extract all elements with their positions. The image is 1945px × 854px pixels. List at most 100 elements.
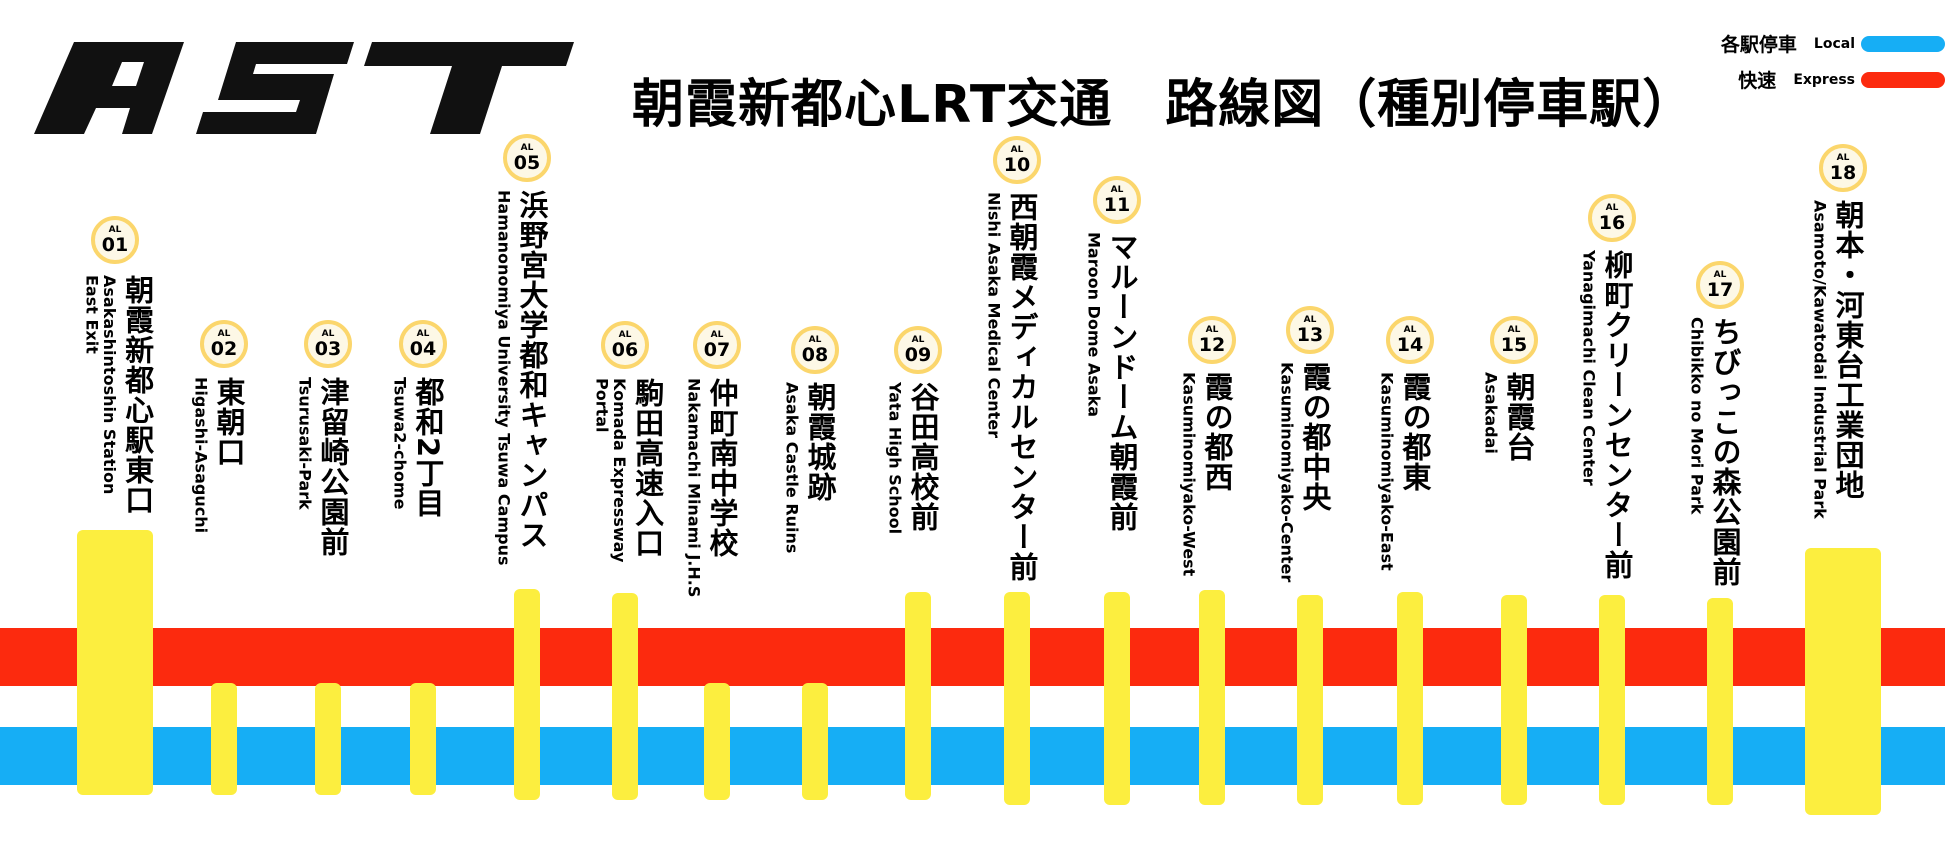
station-name-jp: ちびっこの森公園前 (1708, 317, 1743, 587)
line-code: AL (1713, 269, 1727, 280)
station-number: 14 (1396, 333, 1424, 356)
station-name-jp: マルーンドーム朝霞前 (1105, 232, 1140, 532)
line-code: AL (321, 328, 335, 339)
station-name-en: Maroon Dome Asaka (1084, 232, 1104, 418)
station-name-en: Yata High School (885, 382, 905, 535)
station-name-jp: 朝霞新都心駅東口 (120, 275, 155, 515)
line-code: AL (1836, 152, 1850, 163)
station-name-en: Asaka Castle Ruins (782, 382, 802, 554)
station-name-en: Kasuminomiyako-Center (1277, 362, 1297, 583)
stop-marker-02 (211, 683, 237, 795)
station-number: 01 (101, 233, 129, 256)
station-name-jp: 仲町南中学校 (705, 378, 740, 558)
station-number: 07 (703, 338, 731, 361)
station-name-jp: 東朝口 (212, 377, 247, 467)
station-name-en: Nishi Asaka Medical Center (984, 192, 1004, 438)
station-name-jp: 柳町クリーンセンター前 (1600, 250, 1635, 580)
page-title: 朝霞新都心LRT交通 路線図（種別停車駅） (632, 75, 1696, 135)
line-code: AL (1303, 314, 1317, 325)
station-number: 09 (904, 343, 932, 366)
line-code: AL (217, 328, 231, 339)
line-code: AL (1110, 184, 1124, 195)
station-name-en: Asakashintoshin Station East Exit (82, 275, 120, 495)
line-code: AL (808, 334, 822, 345)
stop-marker-06 (612, 593, 638, 800)
station-name-en: Hamanonomiya University Tsuwa Campus (494, 190, 514, 566)
legend-local-en: Local (1813, 35, 1855, 52)
station-name-jp: 都和2丁目 (411, 377, 446, 519)
station-name-jp: 霞の都東 (1398, 372, 1433, 492)
station-name-jp: 西朝霞メディカルセンター前 (1005, 192, 1040, 582)
stop-marker-05 (514, 589, 540, 800)
station-name-en: Asamoto/Kawatodai Industrial Park (1810, 200, 1830, 519)
stop-marker-18 (1805, 548, 1881, 815)
station-name-jp: 谷田高校前 (906, 382, 941, 532)
station-name-en: Chibikko no Mori Park (1687, 317, 1707, 515)
station-number: 10 (1003, 153, 1031, 176)
stop-marker-14 (1397, 592, 1423, 805)
line-code: AL (520, 142, 534, 153)
station-number: 06 (611, 338, 639, 361)
station-number: 17 (1706, 278, 1734, 301)
station-number: 16 (1598, 211, 1626, 234)
stop-marker-08 (802, 683, 828, 800)
station-name-en: Kasuminomiyako-East (1377, 372, 1397, 571)
station-name-jp: 駒田高速入口 (630, 378, 665, 558)
station-name-jp: 朝霞城跡 (803, 382, 838, 502)
station-name-en: Asakadai (1481, 372, 1501, 454)
line-code: AL (1605, 202, 1619, 213)
stop-marker-04 (410, 683, 436, 795)
station-number: 13 (1296, 323, 1324, 346)
station-name-jp: 朝本・河東台工業団地 (1831, 200, 1866, 500)
legend-local-swatch (1861, 35, 1945, 52)
legend-express-jp: 快速 (1738, 70, 1777, 92)
station-name-en: Tsurusaki-Park (295, 377, 315, 510)
stop-marker-01 (77, 530, 153, 795)
station-number: 12 (1198, 333, 1226, 356)
ast-logo (34, 42, 574, 134)
line-code: AL (710, 329, 724, 340)
station-name-jp: 津留崎公園前 (316, 377, 351, 557)
line-code: AL (1205, 324, 1219, 335)
station-number: 03 (314, 337, 342, 360)
station-name-en: Kasuminomiyako-West (1179, 372, 1199, 577)
line-code: AL (618, 329, 632, 340)
stop-marker-07 (704, 683, 730, 800)
station-name-jp: 霞の都西 (1200, 372, 1235, 492)
stop-marker-12 (1199, 590, 1225, 805)
line-code: AL (1403, 324, 1417, 335)
line-code: AL (108, 224, 122, 235)
stop-marker-10 (1004, 592, 1030, 805)
station-number: 08 (801, 343, 829, 366)
